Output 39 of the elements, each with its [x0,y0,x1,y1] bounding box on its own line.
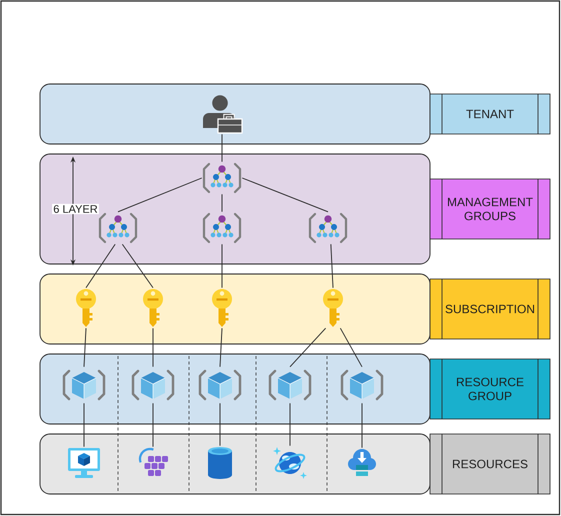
hierarchy-icon [308,212,348,244]
layer-label-box: SUBSCRIPTION [430,278,550,340]
cube-icon [62,370,106,400]
connector-line [330,244,334,288]
cloud-download-icon [348,449,376,476]
connector-line [242,178,328,212]
connector-line [290,328,326,368]
layer-band [40,154,430,264]
key-icon [143,289,163,327]
key-icon [212,289,232,327]
database-cylinder [208,447,232,479]
connector-line [84,328,86,368]
cube-icon [268,370,312,400]
connector-line [220,328,222,368]
layer-label-box: RESOURCE GROUP [430,358,550,420]
layer-label-box: MANAGEMENT GROUPS [430,178,550,240]
connector-line [152,328,154,368]
key-icon [76,289,96,327]
hierarchy-icon [98,212,138,244]
cube-icon [132,370,174,400]
monitor-icon [68,448,100,478]
connector-line [118,178,202,212]
connector-line [86,244,116,288]
cube-grid-icon [138,448,168,476]
hierarchy-icon [202,212,242,244]
layer-band [40,84,430,144]
person-icon [203,95,243,134]
key-icon [323,289,343,327]
connector-line [122,244,154,288]
hierarchy-icon [202,162,242,194]
layer-band [40,274,430,344]
layer-label-box: TENANT [430,94,550,134]
cube-icon [198,370,242,400]
layer-count-label: 6 LAYER [52,204,99,214]
layer-label-box: RESOURCES [430,434,550,494]
cube-icon [340,370,384,400]
connector-line [152,402,154,448]
planet-icon [273,447,307,479]
connector-line [340,328,362,368]
